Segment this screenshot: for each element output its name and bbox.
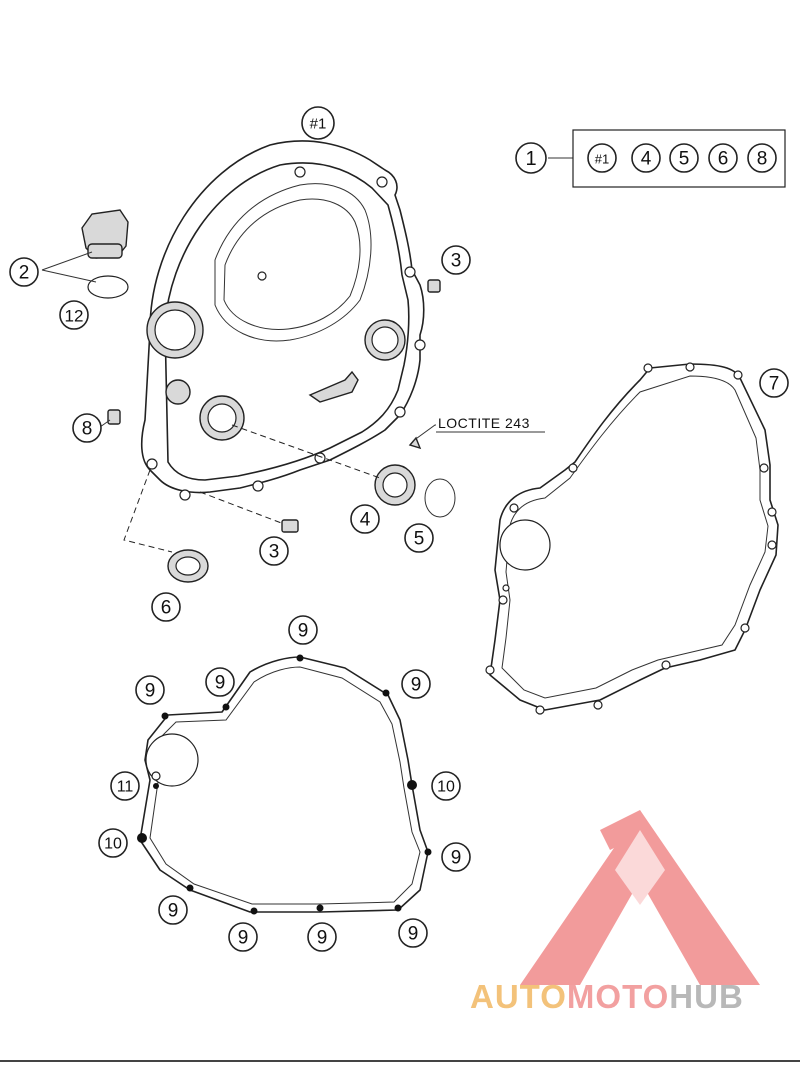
- callout-10-right: 10: [431, 771, 461, 801]
- kit-member-4: 4: [631, 143, 661, 173]
- callout-9-upper-right: 9: [401, 669, 431, 699]
- svg-text:12: 12: [65, 307, 84, 326]
- callout-9-bottom-2: 9: [307, 922, 337, 952]
- watermark-part-auto: AUTO: [470, 978, 567, 1015]
- watermark-wordmark: AUTOMOTOHUB: [470, 978, 800, 1028]
- callout-12: 12: [59, 300, 89, 330]
- callout-2: 2: [9, 257, 39, 287]
- svg-text:#1: #1: [595, 152, 609, 167]
- svg-text:9: 9: [238, 928, 249, 949]
- kit-number: 1: [515, 142, 547, 174]
- callout-10-left: 10: [98, 828, 128, 858]
- kit-member-6: 6: [708, 143, 738, 173]
- svg-text:3: 3: [269, 542, 280, 563]
- clutch-cover-part: [140, 140, 426, 501]
- svg-text:9: 9: [451, 848, 462, 869]
- callout-9-right: 9: [441, 842, 471, 872]
- callout-5: 5: [404, 523, 434, 553]
- callout-3-top: 3: [441, 245, 471, 275]
- kit-member-ref-1: #1: [587, 143, 617, 173]
- svg-text:2: 2: [19, 263, 30, 284]
- callout-11: 11: [110, 771, 140, 801]
- callout-9-bottom-1: 9: [228, 922, 258, 952]
- svg-text:8: 8: [757, 149, 768, 170]
- svg-text:7: 7: [769, 374, 780, 395]
- svg-text:4: 4: [641, 149, 652, 170]
- svg-text:4: 4: [360, 510, 371, 531]
- svg-text:9: 9: [411, 675, 422, 696]
- oil-seal-part: [123, 469, 209, 583]
- callout-9-top: 9: [288, 615, 318, 645]
- screw-part: [99, 409, 121, 428]
- svg-text:9: 9: [298, 621, 309, 642]
- svg-text:#1: #1: [310, 116, 327, 133]
- svg-text:6: 6: [718, 149, 729, 170]
- callout-9-upper-left: 9: [205, 667, 235, 697]
- svg-text:1: 1: [525, 148, 536, 170]
- svg-text:10: 10: [437, 779, 455, 796]
- callout-ref-1: #1: [301, 106, 335, 140]
- callout-4: 4: [350, 504, 380, 534]
- callout-9-bottom-3: 9: [398, 918, 428, 948]
- callout-9-left: 9: [135, 675, 165, 705]
- svg-text:11: 11: [117, 779, 134, 796]
- bottom-divider: [0, 1060, 800, 1062]
- gasket-layout-part: [137, 654, 432, 915]
- loctite-note: LOCTITE 243: [438, 415, 530, 431]
- dowel-pin-part: [199, 279, 441, 533]
- svg-text:9: 9: [215, 673, 226, 694]
- svg-text:10: 10: [104, 836, 122, 853]
- watermark-part-moto: MOTO: [566, 978, 670, 1015]
- svg-text:5: 5: [679, 149, 690, 170]
- watermark-logo-icon: [520, 810, 760, 985]
- svg-text:9: 9: [317, 928, 328, 949]
- callout-9-bottom-left: 9: [158, 895, 188, 925]
- gasket-7-part: [485, 362, 779, 715]
- svg-text:9: 9: [168, 901, 179, 922]
- svg-text:6: 6: [161, 598, 172, 619]
- callout-8: 8: [72, 413, 102, 443]
- oil-plug-part: [41, 209, 129, 299]
- kit-member-5: 5: [669, 143, 699, 173]
- shaft-seal-part: [231, 424, 456, 518]
- callout-3-bottom: 3: [259, 536, 289, 566]
- svg-text:3: 3: [451, 251, 462, 272]
- svg-text:8: 8: [82, 419, 93, 440]
- svg-text:5: 5: [414, 529, 425, 550]
- kit-member-8: 8: [747, 143, 777, 173]
- callout-6: 6: [151, 592, 181, 622]
- watermark-part-hub: HUB: [669, 978, 744, 1015]
- svg-text:9: 9: [408, 924, 419, 945]
- svg-text:9: 9: [145, 681, 156, 702]
- callout-7: 7: [759, 368, 789, 398]
